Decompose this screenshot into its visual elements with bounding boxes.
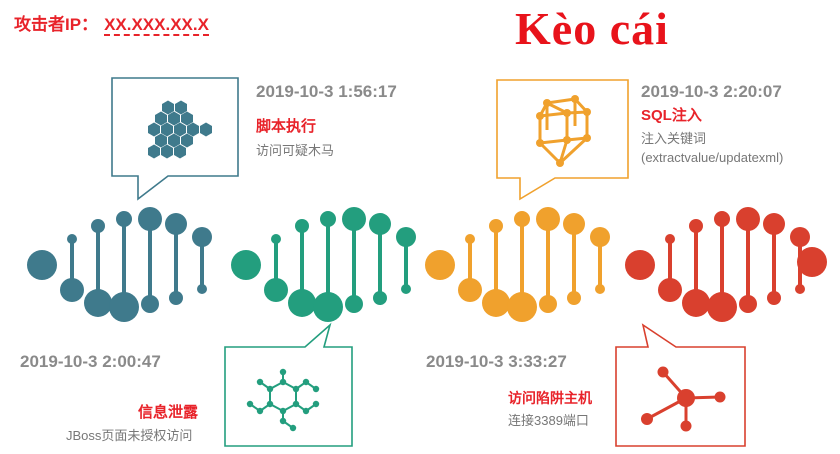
dna-node (514, 211, 530, 227)
dna-node (567, 291, 581, 305)
dna-node (665, 234, 675, 244)
event-desc-3: 注入关键词 (641, 131, 707, 146)
dna-node (595, 284, 605, 294)
dna-node (342, 207, 366, 231)
callout-box-1 (111, 77, 239, 201)
dna-node (736, 207, 760, 231)
event-title-3: SQL注入 (641, 107, 702, 124)
dna-node (295, 219, 309, 233)
event-desc-4: 连接3389端口 (508, 413, 589, 428)
dna-node (320, 211, 336, 227)
dna-node (590, 227, 610, 247)
dna-node (138, 207, 162, 231)
dna-node (165, 213, 187, 235)
dna-node (401, 284, 411, 294)
event-desc-3-detail: (extractvalue/updatexml) (641, 150, 784, 165)
dna-node (563, 213, 585, 235)
dna-node (682, 289, 710, 317)
dna-node (313, 292, 343, 322)
dna-node (658, 278, 682, 302)
dna-node (625, 250, 655, 280)
dna-node (288, 289, 316, 317)
event-time-1: 2019-10-3 1:56:17 (256, 82, 397, 101)
dna-node (67, 234, 77, 244)
dna-node (91, 219, 105, 233)
dna-node (345, 295, 363, 313)
dna-node (84, 289, 112, 317)
dna-node (192, 227, 212, 247)
dna-node (797, 247, 827, 277)
dna-node (536, 207, 560, 231)
dna-node (763, 213, 785, 235)
dna-node (425, 250, 455, 280)
dna-node (197, 284, 207, 294)
honeycomb-icon (148, 100, 212, 159)
callout-box-2 (224, 322, 353, 447)
event-title-1: 脚本执行 (256, 118, 317, 135)
event-time-3: 2019-10-3 2:20:07 (641, 82, 782, 101)
dna-strand (27, 207, 827, 322)
dna-node (795, 284, 805, 294)
event-title-4: 访问陷阱主机 (508, 390, 592, 406)
dna-node (458, 278, 482, 302)
dna-node (60, 278, 84, 302)
callout-box-4 (615, 323, 746, 447)
dna-node (465, 234, 475, 244)
dna-node (689, 219, 703, 233)
event-desc-1: 访问可疑木马 (256, 143, 335, 158)
dna-node (109, 292, 139, 322)
event-desc-2: JBoss页面未授权访问 (66, 428, 193, 443)
attacker-ip-value: XX.XXX.XX.X (104, 15, 209, 36)
dna-node (373, 291, 387, 305)
attacker-ip-line: 攻击者IP： XX.XXX.XX.X (14, 10, 209, 36)
event-time-2: 2019-10-3 2:00:47 (20, 352, 161, 371)
dna-node (369, 213, 391, 235)
dna-node (482, 289, 510, 317)
dna-node (141, 295, 159, 313)
brand-title: Kèo cái (515, 3, 669, 54)
dna-node (489, 219, 503, 233)
dna-node (739, 295, 757, 313)
event-time-4: 2019-10-3 3:33:27 (426, 352, 567, 371)
dna-node (27, 250, 57, 280)
dna-node (264, 278, 288, 302)
dna-node (539, 295, 557, 313)
dna-node (116, 211, 132, 227)
dna-node (271, 234, 281, 244)
attacker-ip-label: 攻击者IP： (14, 15, 99, 34)
dna-node (507, 292, 537, 322)
dna-node (707, 292, 737, 322)
dna-node (396, 227, 416, 247)
dna-node (169, 291, 183, 305)
dna-node (714, 211, 730, 227)
callout-box-3 (496, 79, 629, 201)
dna-node (767, 291, 781, 305)
dna-node (231, 250, 261, 280)
dna-node (790, 227, 810, 247)
event-title-2: 信息泄露 (138, 404, 199, 421)
